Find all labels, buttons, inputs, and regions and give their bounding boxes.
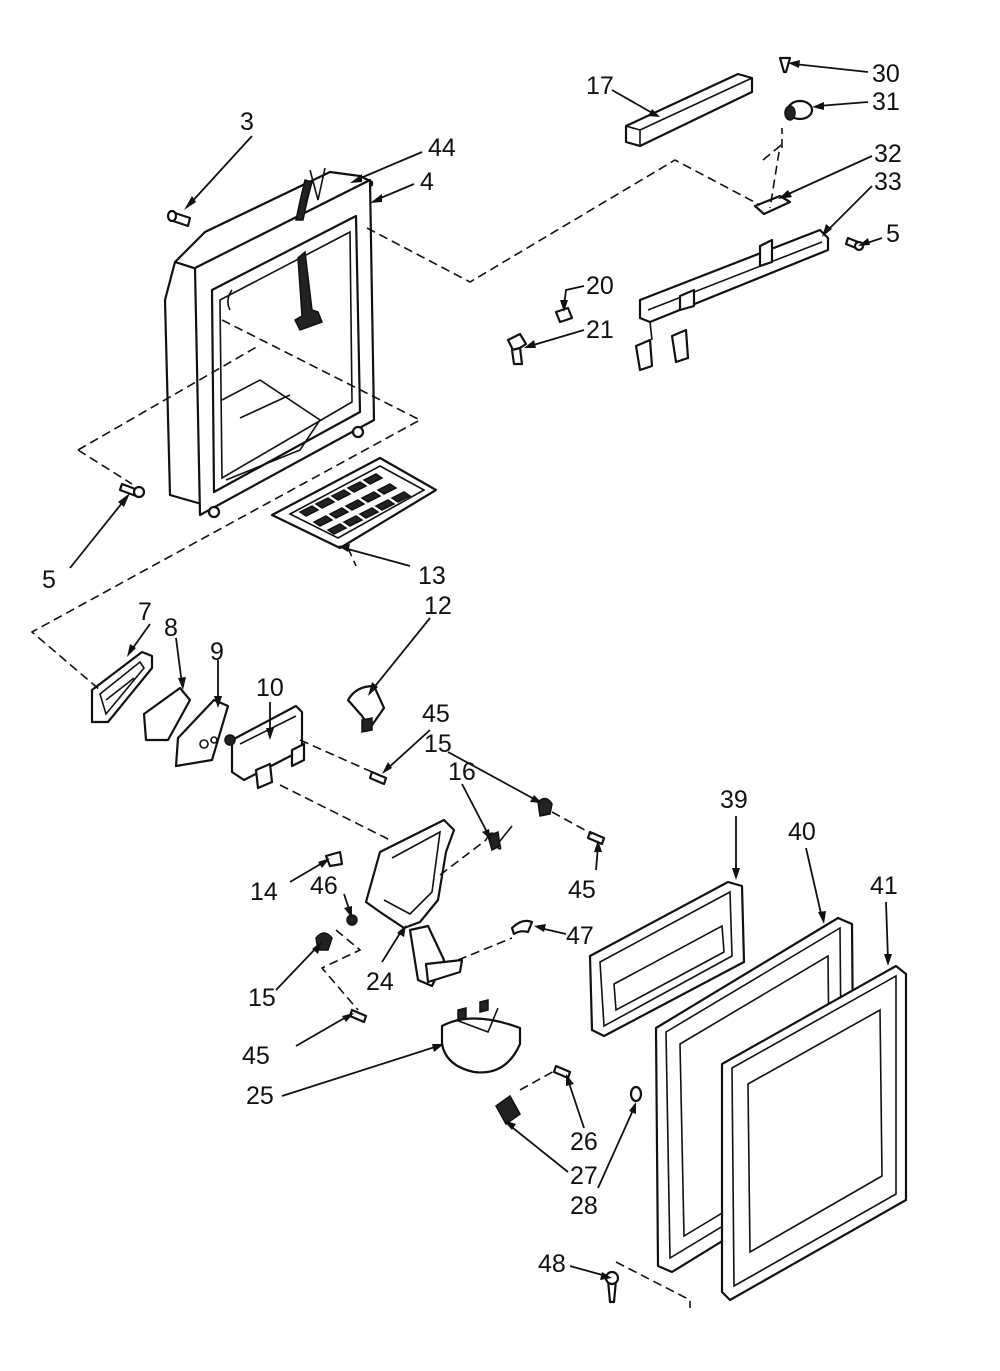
bracket-part-33 [634,228,830,372]
callout-17: 17 [586,72,614,100]
callout-10: 10 [256,674,284,702]
grille-slots [298,473,412,535]
callout-16: 16 [448,758,476,786]
plate-part-9 [174,698,230,768]
callout-33: 33 [874,168,902,196]
callout-20: 20 [586,272,614,300]
callout-26: 26 [570,1128,598,1156]
screw-part-5-left [118,482,146,499]
grommet-part-31 [784,99,814,121]
screw-part-45-c [348,1008,368,1024]
callout-8: 8 [164,614,178,642]
callout-47: 47 [566,922,594,950]
lever-part-24 [364,818,464,988]
part-47 [510,919,534,936]
callout-39: 39 [720,786,748,814]
pivot-part-15-a [537,797,553,817]
callout-28: 28 [570,1192,598,1220]
bezel-part-7 [90,650,154,724]
screw-part-5-right [844,236,865,252]
callout-30: 30 [872,60,900,88]
callout-45-a: 45 [422,700,450,728]
callout-labels: 3 44 4 5 13 12 7 8 9 10 45 15 16 45 14 4… [42,60,902,1278]
callout-9: 9 [210,638,224,666]
callout-4: 4 [420,168,434,196]
callout-31: 31 [872,88,900,116]
callout-5-right: 5 [886,220,900,248]
callout-14: 14 [250,878,278,906]
callout-45-c: 45 [242,1042,270,1070]
clip-part-32 [753,194,792,216]
label-part-8 [142,686,192,742]
panel-part-41 [720,964,908,1302]
callout-32: 32 [874,140,902,168]
trim-strip-part-17 [624,72,754,148]
actuator-part-12 [346,684,386,733]
leader-lines [69,60,892,1280]
callout-46: 46 [310,872,338,900]
callout-5-left: 5 [42,566,56,594]
callout-21: 21 [586,316,614,344]
callout-45-b: 45 [568,876,596,904]
callout-12: 12 [424,592,452,620]
light-part-27 [495,1094,521,1126]
callout-48: 48 [538,1250,566,1278]
callout-25: 25 [246,1082,274,1110]
panel-part-39 [588,880,746,1038]
callout-7: 7 [138,598,152,626]
dispenser-housing [163,167,376,519]
screw-part-30 [778,56,792,74]
switch-part-10 [224,704,306,790]
callout-3: 3 [240,108,254,136]
callout-15-b: 15 [248,984,276,1012]
alignment-lines [30,128,783,1308]
callout-24: 24 [366,968,394,996]
screw-part-45-b [586,830,606,846]
part-21 [506,332,528,366]
cup-part-25 [440,999,522,1074]
callout-40: 40 [788,818,816,846]
drip-tray-grille [270,456,438,550]
part-28 [629,1085,643,1103]
pin-part-3 [166,209,192,228]
screw-part-45-a [368,770,388,786]
callout-15-a: 15 [424,730,452,758]
callout-41: 41 [870,872,898,900]
callout-27: 27 [570,1162,598,1190]
callout-13: 13 [418,562,446,590]
callout-44: 44 [428,134,456,162]
pin-part-14 [324,850,344,868]
